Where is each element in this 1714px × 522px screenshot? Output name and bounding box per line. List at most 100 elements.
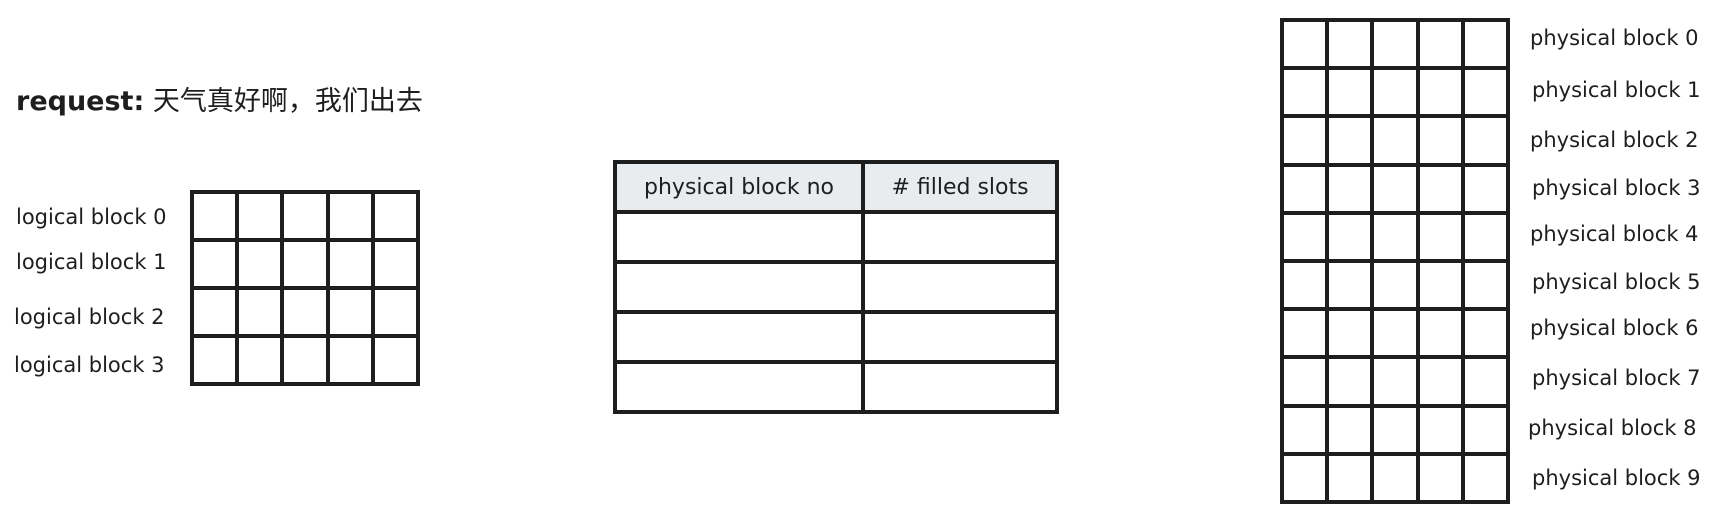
physical-block-slot [1372, 212, 1418, 261]
physical-block-slot [1282, 357, 1328, 406]
physical-block-label-4: physical block 4 [1530, 222, 1699, 246]
physical-block-slot [1462, 357, 1508, 406]
physical-block-slot [1372, 405, 1418, 454]
block-table-header-row: physical block no # filled slots [615, 162, 1057, 212]
physical-block-slot [1372, 164, 1418, 213]
physical-block-slot [1282, 453, 1328, 502]
physical-block-slot [1327, 357, 1373, 406]
block-table-row [615, 262, 1057, 312]
physical-block-slot [1327, 20, 1373, 69]
logical-block-slot [327, 336, 373, 384]
table-cell [863, 362, 1057, 412]
physical-block-slot [1417, 68, 1463, 117]
block-table-row [615, 362, 1057, 412]
logical-block-label-1: logical block 1 [16, 250, 167, 274]
logical-block-slot [237, 336, 283, 384]
logical-blocks-grid [190, 190, 420, 386]
logical-block-label-3: logical block 3 [14, 353, 165, 377]
physical-block-slot [1372, 357, 1418, 406]
physical-block-slot [1282, 309, 1328, 358]
block-table: physical block no # filled slots [613, 160, 1059, 414]
physical-block-label-6: physical block 6 [1530, 316, 1699, 340]
logical-block-slot [282, 336, 328, 384]
logical-block-slot [372, 192, 418, 240]
physical-block-slot [1462, 309, 1508, 358]
physical-block-slot [1417, 309, 1463, 358]
physical-block-slot [1462, 116, 1508, 165]
physical-block-slot [1372, 309, 1418, 358]
logical-block-label-0: logical block 0 [16, 205, 167, 229]
physical-block-slot [1282, 405, 1328, 454]
physical-block-slot [1417, 164, 1463, 213]
table-cell [863, 312, 1057, 362]
physical-block-slot [1282, 116, 1328, 165]
physical-block-slot [1327, 453, 1373, 502]
physical-block-slot [1372, 68, 1418, 117]
physical-blocks-grid [1280, 18, 1510, 504]
physical-block-label-7: physical block 7 [1532, 366, 1701, 390]
table-cell [863, 262, 1057, 312]
request-text: 天气真好啊，我们出去 [152, 86, 423, 117]
logical-block-slot [372, 288, 418, 336]
physical-block-label-2: physical block 2 [1530, 128, 1699, 152]
physical-block-slot [1462, 164, 1508, 213]
logical-block-slot [282, 288, 328, 336]
physical-block-slot [1327, 261, 1373, 310]
physical-block-slot [1327, 164, 1373, 213]
physical-block-label-3: physical block 3 [1532, 176, 1701, 200]
block-table-row [615, 312, 1057, 362]
physical-block-label-9: physical block 9 [1532, 466, 1701, 490]
physical-block-label-1: physical block 1 [1532, 78, 1701, 102]
physical-block-slot [1327, 116, 1373, 165]
logical-block-slot [372, 336, 418, 384]
physical-block-slot [1327, 405, 1373, 454]
table-cell [615, 212, 863, 262]
physical-block-slot [1372, 116, 1418, 165]
logical-block-label-2: logical block 2 [14, 305, 165, 329]
logical-block-slot [192, 240, 238, 288]
physical-block-slot [1462, 20, 1508, 69]
logical-block-slot [327, 240, 373, 288]
physical-block-slot [1282, 68, 1328, 117]
physical-block-slot [1417, 212, 1463, 261]
logical-block-slot [282, 192, 328, 240]
table-cell [863, 212, 1057, 262]
logical-block-slot [192, 192, 238, 240]
header-filled-slots: # filled slots [863, 162, 1057, 212]
physical-block-slot [1372, 453, 1418, 502]
logical-block-slot [237, 240, 283, 288]
physical-block-slot [1327, 212, 1373, 261]
logical-block-slot [282, 240, 328, 288]
logical-block-slot [327, 192, 373, 240]
physical-block-slot [1417, 453, 1463, 502]
table-cell [615, 262, 863, 312]
physical-block-slot [1462, 261, 1508, 310]
physical-block-slot [1462, 68, 1508, 117]
logical-block-slot [192, 336, 238, 384]
physical-block-slot [1282, 164, 1328, 213]
physical-block-slot [1462, 212, 1508, 261]
physical-block-slot [1282, 261, 1328, 310]
physical-block-slot [1282, 212, 1328, 261]
physical-block-slot [1417, 20, 1463, 69]
physical-block-slot [1462, 453, 1508, 502]
physical-block-slot [1417, 261, 1463, 310]
physical-block-label-5: physical block 5 [1532, 270, 1701, 294]
table-cell [615, 312, 863, 362]
logical-block-slot [327, 288, 373, 336]
request-label: request: [16, 86, 145, 117]
request-line: request: 天气真好啊，我们出去 [16, 84, 423, 120]
physical-block-slot [1327, 68, 1373, 117]
physical-block-slot [1372, 261, 1418, 310]
logical-block-slot [372, 240, 418, 288]
physical-block-slot [1417, 357, 1463, 406]
logical-block-slot [192, 288, 238, 336]
physical-block-slot [1462, 405, 1508, 454]
physical-block-slot [1372, 20, 1418, 69]
table-cell [615, 362, 863, 412]
physical-block-label-8: physical block 8 [1528, 416, 1697, 440]
logical-block-slot [237, 192, 283, 240]
physical-block-slot [1282, 20, 1328, 69]
physical-block-label-0: physical block 0 [1530, 26, 1699, 50]
physical-block-slot [1327, 309, 1373, 358]
